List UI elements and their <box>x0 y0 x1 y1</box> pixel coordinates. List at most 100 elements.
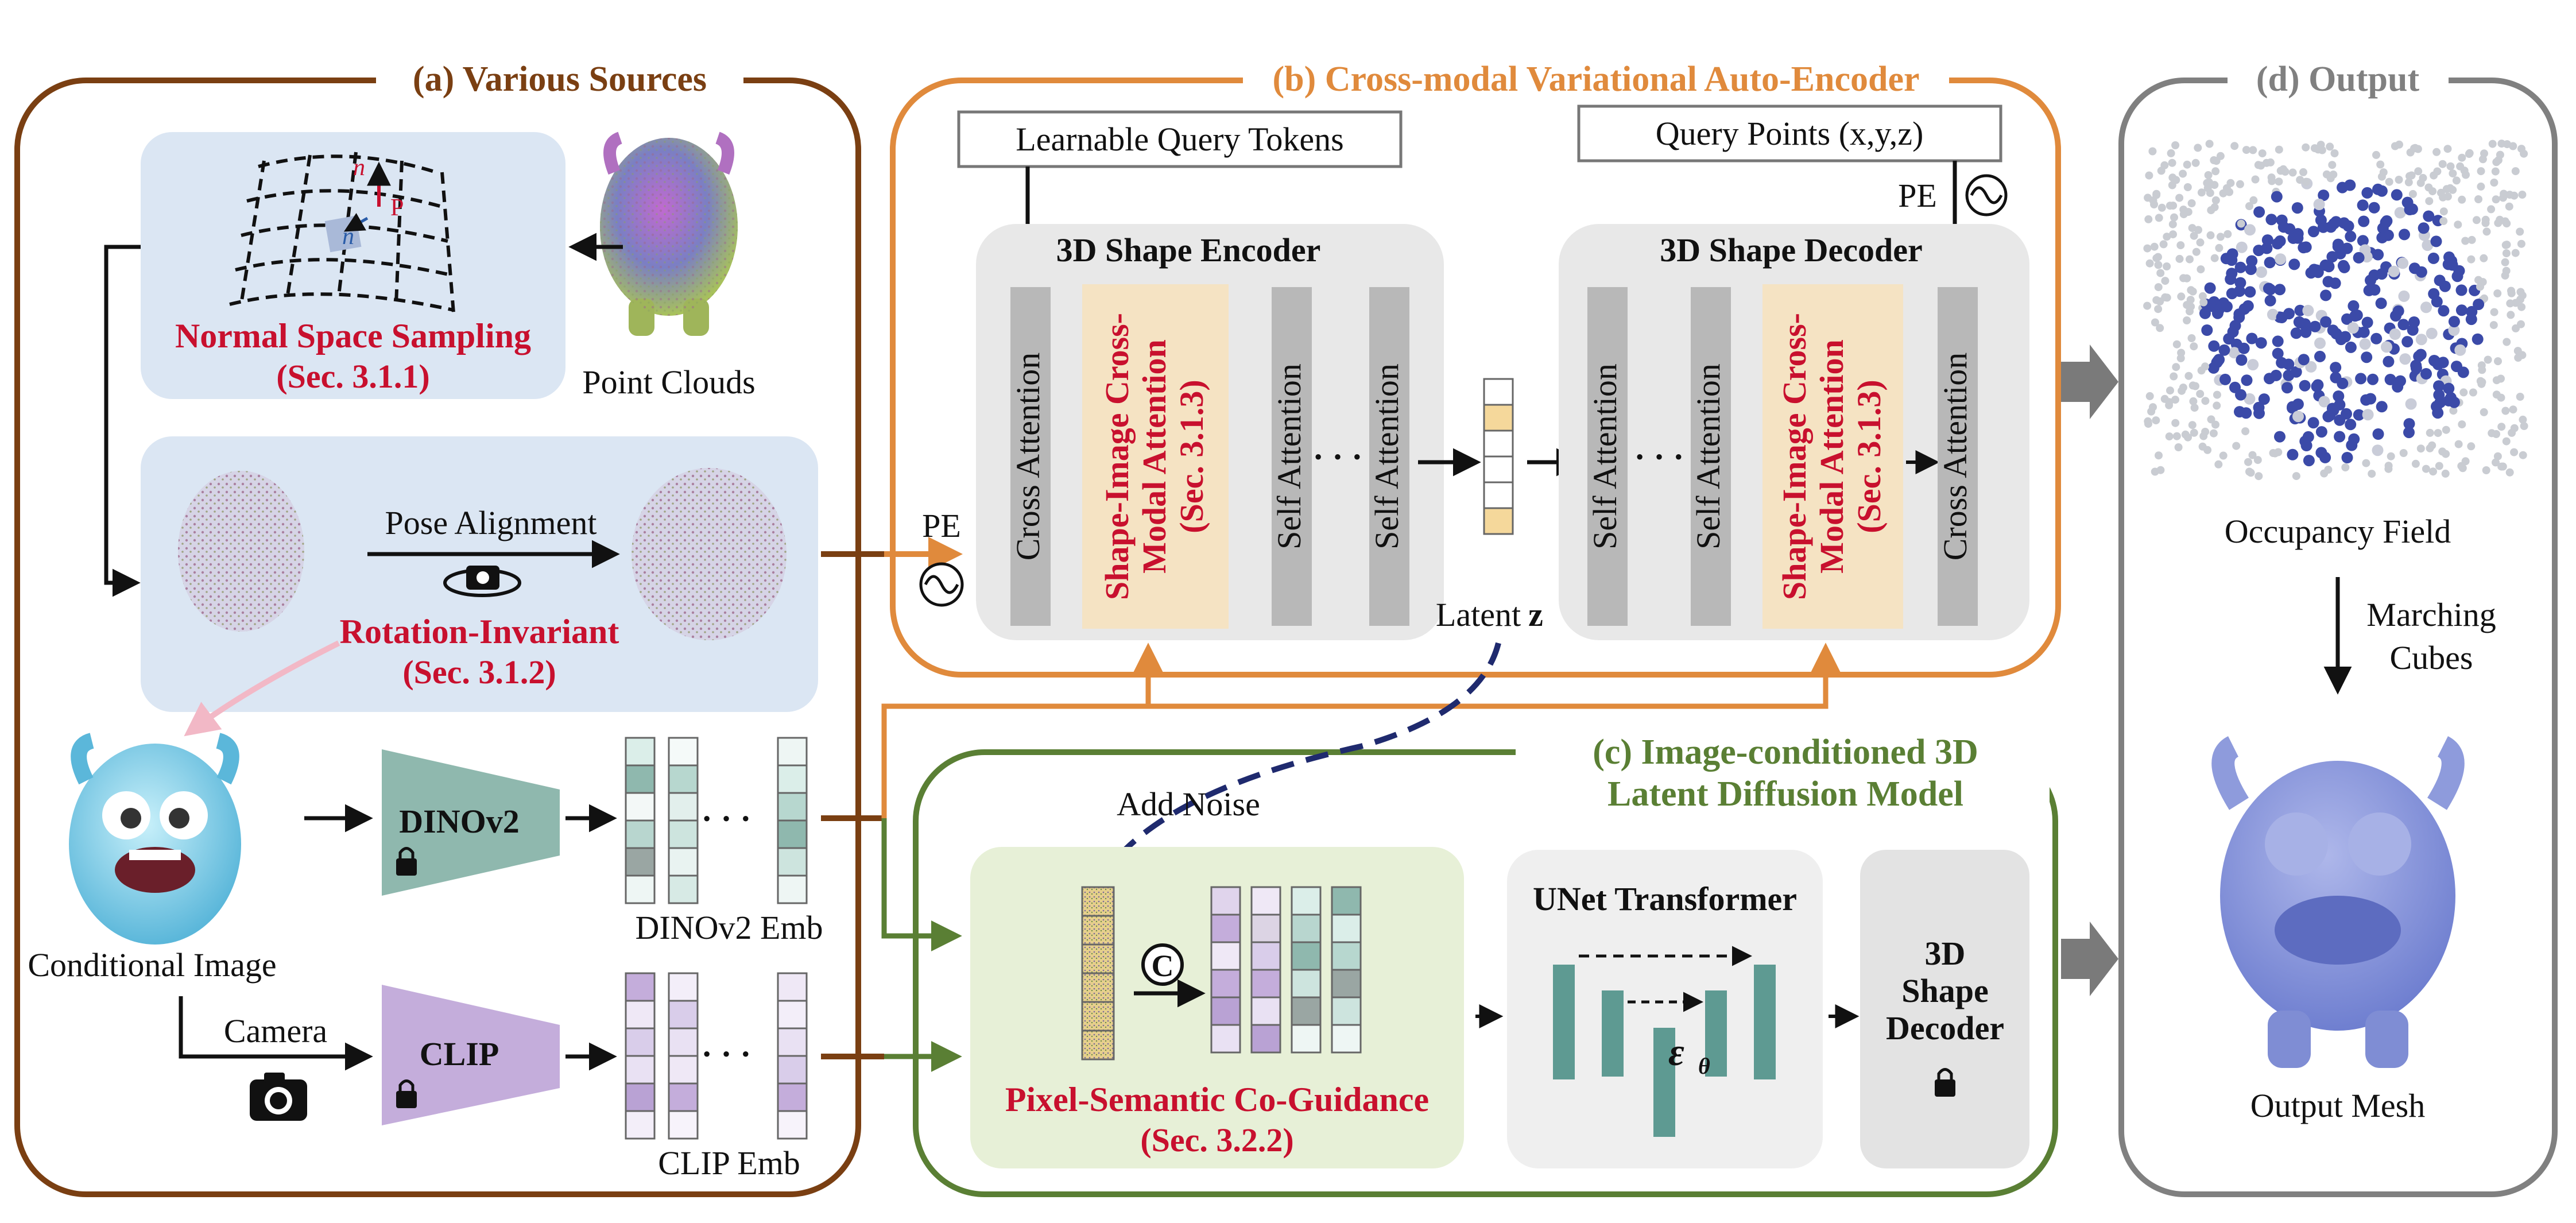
occupancy-point <box>2345 341 2357 353</box>
normal-vector-arrow-blue <box>343 212 369 232</box>
pose-alignment-label: Pose Alignment <box>385 504 597 541</box>
occupancy-point <box>2395 176 2403 184</box>
occupancy-point <box>2258 149 2267 158</box>
occupancy-point <box>2432 407 2444 419</box>
occupancy-point <box>2518 191 2527 199</box>
occupancy-point <box>2242 146 2250 154</box>
occupancy-point <box>2264 373 2275 385</box>
occupancy-point <box>2284 223 2296 235</box>
occupancy-point <box>2493 452 2502 460</box>
occupancy-point <box>2204 171 2213 179</box>
rotate-camera-icon <box>443 566 521 597</box>
occupancy-point <box>2274 284 2286 296</box>
normal-label-nk: n <box>353 154 365 181</box>
aligned-point-cloud-right <box>632 468 787 640</box>
occupancy-point <box>2398 290 2410 302</box>
clip-label: CLIP <box>420 1035 499 1073</box>
occupancy-point <box>2377 172 2386 181</box>
clip-emb-ellipsis: · · · <box>701 1035 751 1073</box>
occupancy-point <box>2375 297 2387 309</box>
concatenated-embedding-columns <box>1210 886 1362 1054</box>
occupancy-point <box>2438 160 2447 168</box>
marching-cubes-line2: Cubes <box>2390 639 2473 676</box>
occupancy-point <box>2426 444 2434 452</box>
occupancy-point <box>2192 247 2201 256</box>
occupancy-point <box>2477 182 2485 191</box>
occupancy-point <box>2232 442 2241 450</box>
occupancy-point <box>2179 274 2188 282</box>
occupancy-point <box>2247 359 2259 371</box>
occupancy-point <box>2334 414 2346 426</box>
occupancy-point <box>2143 244 2152 253</box>
occupancy-point <box>2225 188 2234 196</box>
occupancy-point <box>2234 261 2246 273</box>
occupancy-point <box>2476 282 2484 291</box>
conditional-image-label: Conditional Image <box>28 946 276 984</box>
occupancy-point <box>2381 341 2392 353</box>
occupancy-point <box>2160 161 2169 169</box>
occupancy-point <box>2291 202 2303 214</box>
normal-label-pk: P <box>390 195 404 221</box>
svg-text:(Sec. 3.1.3): (Sec. 3.1.3) <box>1850 380 1888 533</box>
svg-text:Shape-Image Cross-: Shape-Image Cross- <box>1776 313 1813 600</box>
pixel-semantic-title: Pixel-Semantic Co-Guidance <box>1005 1081 1429 1118</box>
occupancy-point <box>2275 253 2287 265</box>
pink-link-arrow <box>184 640 340 737</box>
occupancy-point <box>2198 292 2207 300</box>
occupancy-point <box>2487 205 2496 214</box>
rotated-point-cloud-left <box>178 471 304 632</box>
occupancy-point <box>2328 218 2340 230</box>
occupancy-point <box>2516 227 2524 236</box>
svg-text:Self Attention: Self Attention <box>1586 363 1624 549</box>
panel-a-title: (a) Various Sources <box>413 60 707 99</box>
occupancy-point <box>2283 358 2295 370</box>
learnable-query-tokens-box <box>957 110 1403 168</box>
occupancy-point <box>2175 193 2184 202</box>
occupancy-point <box>2211 196 2220 204</box>
occupancy-point <box>2457 462 2466 470</box>
occupancy-point <box>2204 282 2216 294</box>
occupancy-point <box>2188 381 2197 390</box>
occupancy-point <box>2460 167 2469 175</box>
occupancy-point <box>2467 255 2476 264</box>
occupancy-point <box>2234 277 2246 289</box>
occupancy-point <box>2353 251 2365 264</box>
occupancy-point <box>2327 404 2339 416</box>
occupancy-point <box>2448 316 2460 328</box>
output-mesh-label: Output Mesh <box>2250 1087 2426 1124</box>
occupancy-point <box>2177 292 2186 301</box>
occupancy-point <box>2241 374 2253 386</box>
occupancy-point <box>2258 393 2270 405</box>
occupancy-point <box>2446 162 2455 171</box>
occupancy-point <box>2395 140 2403 149</box>
occupancy-point <box>2348 300 2360 312</box>
concat-col <box>1291 886 1322 1054</box>
occupancy-point <box>2244 458 2252 466</box>
occupancy-point <box>2172 363 2180 371</box>
occupancy-point <box>2188 421 2197 429</box>
occupancy-point <box>2300 326 2312 338</box>
occupancy-point <box>2376 231 2388 243</box>
occupancy-point <box>2190 342 2198 351</box>
occupancy-point <box>2519 415 2527 424</box>
occupancy-point <box>2503 338 2511 346</box>
occupancy-point <box>2493 289 2502 297</box>
occupancy-point <box>2183 316 2191 324</box>
occupancy-point <box>2326 174 2335 183</box>
occupancy-point <box>2341 452 2353 463</box>
occupancy-point <box>2234 406 2245 418</box>
occupancy-point <box>2454 344 2466 356</box>
occupancy-point <box>2426 428 2434 437</box>
occupancy-point <box>2513 347 2522 355</box>
occupancy-point <box>2165 432 2174 441</box>
occupancy-point <box>2489 321 2498 330</box>
point-cloud-creature <box>600 131 738 336</box>
occupancy-point <box>2457 366 2469 378</box>
occupancy-point <box>2434 274 2446 287</box>
occupancy-point <box>2235 389 2246 401</box>
occupancy-point <box>2179 169 2187 178</box>
occupancy-point <box>2272 238 2284 250</box>
occupancy-field-visual <box>2143 140 2528 481</box>
occupancy-point <box>2171 419 2180 427</box>
camera-icon <box>250 1073 307 1121</box>
